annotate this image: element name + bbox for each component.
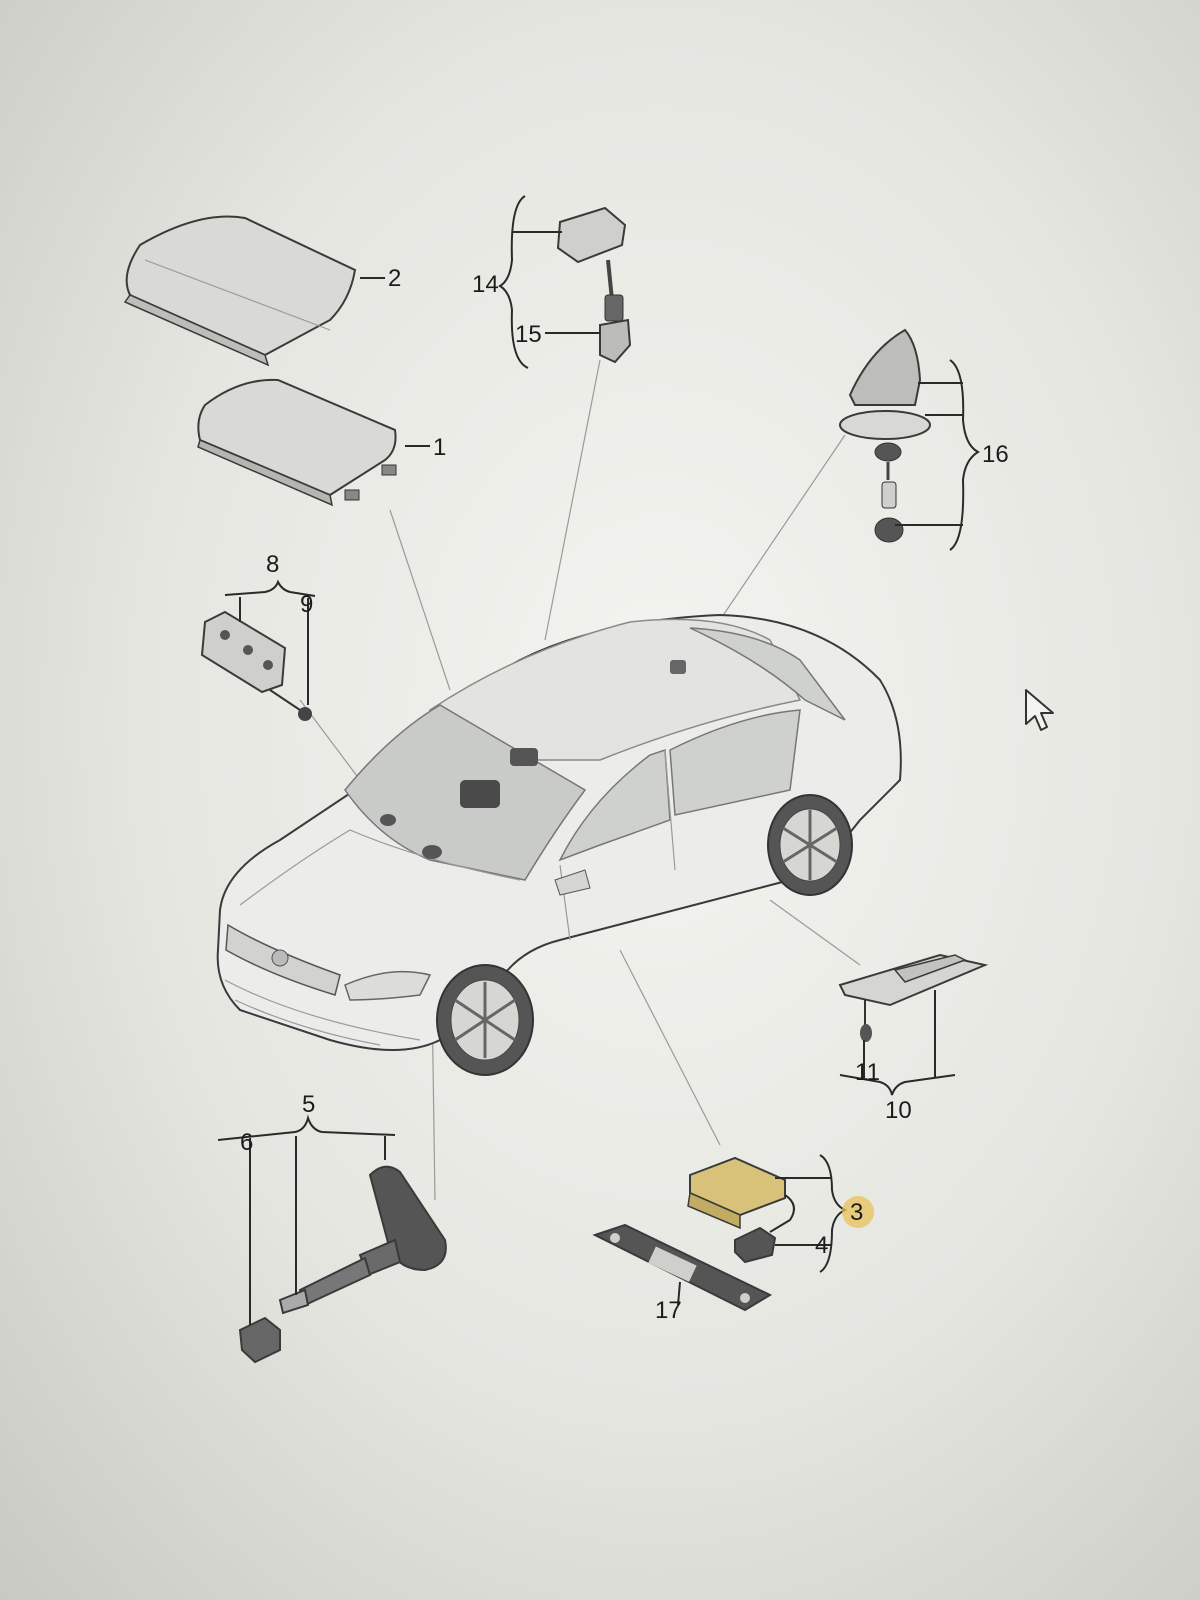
car-headlight <box>344 970 432 1001</box>
callout-8[interactable]: 8 <box>266 551 279 578</box>
mouse-pointer-icon <box>1025 689 1054 731</box>
car-roof-module <box>460 780 500 808</box>
part-11-bulb[interactable] <box>860 1024 872 1042</box>
callout-1[interactable]: 1 <box>433 434 446 461</box>
part-1-module[interactable] <box>197 378 397 507</box>
car-logo <box>271 949 289 967</box>
car-roof-antenna-base <box>670 660 686 674</box>
car-front-wheel <box>436 964 534 1076</box>
callout-15[interactable]: 15 <box>515 321 542 348</box>
callout-2[interactable]: 2 <box>388 265 401 292</box>
callout-3-highlight-dot <box>842 1196 874 1228</box>
callout-4[interactable]: 4 <box>815 1232 828 1259</box>
part-17-bracket[interactable] <box>592 1223 773 1312</box>
part-8-panel[interactable] <box>200 610 312 721</box>
callout-10[interactable]: 10 <box>885 1097 912 1124</box>
callout-3[interactable]: 3 <box>850 1199 863 1226</box>
callout-brackets <box>217 195 980 1325</box>
callout-9[interactable]: 9 <box>300 591 313 618</box>
callout-16[interactable]: 16 <box>982 441 1009 468</box>
car-rear-window <box>689 627 846 721</box>
part-6-valve-cap[interactable] <box>238 1316 281 1364</box>
part-14-sensor-assembly[interactable] <box>556 206 632 364</box>
car-side-window-rear <box>669 709 801 816</box>
car-camera <box>422 845 442 859</box>
part-2-control-unit[interactable] <box>123 215 357 367</box>
callout-5[interactable]: 5 <box>302 1091 315 1118</box>
part-10-module[interactable] <box>838 953 989 1042</box>
car-mirror <box>554 869 591 896</box>
part-16-roof-antenna[interactable] <box>839 328 931 543</box>
callout-6[interactable]: 6 <box>240 1129 253 1156</box>
callout-14[interactable]: 14 <box>472 271 499 298</box>
callout-11[interactable]: 11 <box>855 1059 880 1086</box>
part-3-highlighted-module[interactable] <box>687 1156 795 1264</box>
callout-labels: 2 1 14 15 16 8 9 11 10 5 6 3 4 17 7 <box>240 265 1009 1324</box>
part-5-tire-sensor[interactable] <box>238 1165 447 1364</box>
car-mic <box>380 814 396 826</box>
car-rear-wheel <box>767 794 853 896</box>
part-9-connector[interactable] <box>298 707 312 721</box>
car-roof <box>428 618 802 761</box>
part-4-connector[interactable] <box>734 1226 777 1264</box>
car-sedan <box>216 613 902 1076</box>
callout-17[interactable]: 17 <box>655 1297 682 1324</box>
car-roof-sensor <box>510 748 538 766</box>
